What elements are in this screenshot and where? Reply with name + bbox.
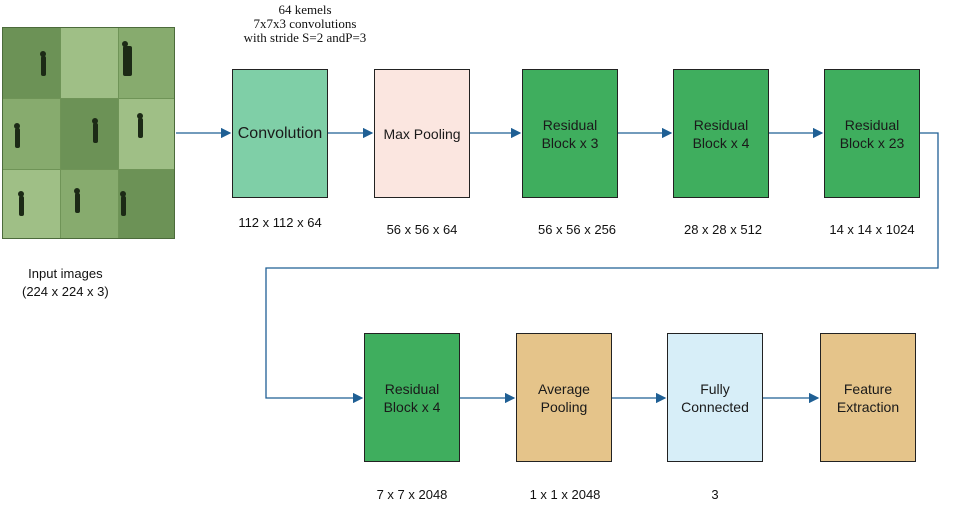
person-figure xyxy=(14,123,20,148)
average-pooling-dims: 1 x 1 x 2048 xyxy=(529,487,601,502)
image-tile xyxy=(3,170,60,238)
image-tile xyxy=(61,28,118,98)
arrow-residual23-to-residual4-final xyxy=(265,132,939,404)
image-tile xyxy=(3,99,60,169)
residual-block-4: Residual Block x 4 xyxy=(673,69,769,198)
person-figure xyxy=(92,118,98,143)
average-pooling-block: Average Pooling xyxy=(516,333,612,462)
convolution-dims: 112 x 112 x 64 xyxy=(238,215,322,230)
person-figure xyxy=(120,191,126,216)
person-figure xyxy=(122,41,132,76)
fully-connected-dims: 3 xyxy=(711,487,719,502)
image-tile xyxy=(119,99,174,169)
input-image-mosaic xyxy=(2,27,175,239)
input-images-label: Input images (224 x 224 x 3) xyxy=(22,266,109,299)
person-figure xyxy=(74,188,80,213)
image-tile xyxy=(119,170,174,238)
max-pooling-block: Max Pooling xyxy=(374,69,470,198)
image-tile xyxy=(61,170,118,238)
residual-block-23-dims: 14 x 14 x 1024 xyxy=(829,222,915,237)
kernel-note: 64 kemels 7x7x3 convolutions with stride… xyxy=(243,2,367,45)
person-figure xyxy=(18,191,24,216)
residual-block-4-dims: 28 x 28 x 512 xyxy=(683,222,763,237)
residual-block-3: Residual Block x 3 xyxy=(522,69,618,198)
image-tile xyxy=(61,99,118,169)
residual-block-4-final-dims: 7 x 7 x 2048 xyxy=(376,487,448,502)
residual-block-23: Residual Block x 23 xyxy=(824,69,920,198)
person-figure xyxy=(40,51,46,76)
person-figure xyxy=(137,113,143,138)
convolution-block: Convolution xyxy=(232,69,328,198)
feature-extraction-block: Feature Extraction xyxy=(820,333,916,462)
max-pooling-dims: 56 x 56 x 64 xyxy=(386,222,458,237)
fully-connected-block: Fully Connected xyxy=(667,333,763,462)
residual-block-3-dims: 56 x 56 x 256 xyxy=(537,222,617,237)
residual-block-4-final: Residual Block x 4 xyxy=(364,333,460,462)
image-tile xyxy=(3,28,60,98)
